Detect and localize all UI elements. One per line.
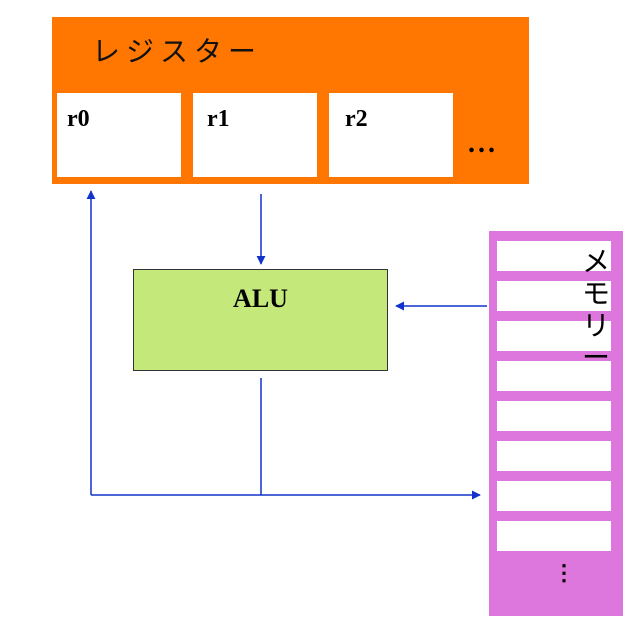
register-r1-label: r1 [207, 106, 230, 132]
memory-slot [497, 441, 611, 471]
register-r2 [329, 93, 453, 177]
register-ellipsis: ... [468, 128, 498, 159]
memory-label: メ モ リ ー [578, 246, 614, 374]
memory-slot [497, 241, 611, 271]
memory-label-char: モ [581, 277, 610, 310]
alu-box [133, 269, 388, 371]
memory-label-char: メ [581, 245, 610, 278]
memory-slot [497, 521, 611, 551]
register-r0-label: r0 [67, 106, 90, 132]
alu-label: ALU [233, 284, 288, 313]
memory-label-char: リ [581, 309, 610, 342]
memory-slot [497, 321, 611, 351]
register-r1 [193, 93, 317, 177]
register-r2-label: r2 [345, 106, 368, 132]
register-file-title: レジスター [92, 35, 263, 68]
memory-label-char: ー [581, 341, 610, 374]
memory-slot [497, 401, 611, 431]
memory-slot [497, 361, 611, 391]
memory-slot [497, 281, 611, 311]
register-r0 [57, 93, 181, 177]
memory-slot [497, 481, 611, 511]
